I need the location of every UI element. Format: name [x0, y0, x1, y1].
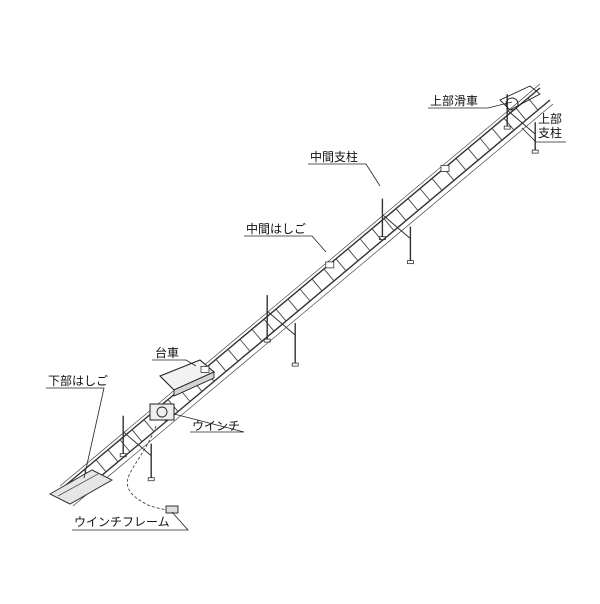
- post-foot: [291, 362, 299, 367]
- post-foot: [406, 260, 414, 265]
- rung: [287, 298, 299, 312]
- rung: [479, 137, 491, 151]
- carriage-side: [173, 371, 215, 397]
- rung: [107, 449, 119, 463]
- winch-frame-plate: [48, 469, 114, 505]
- rail-clamp: [325, 261, 335, 269]
- post-foot: [119, 453, 127, 458]
- rung: [311, 278, 323, 292]
- rung: [419, 188, 431, 201]
- post-foot: [263, 338, 271, 343]
- post-foot: [147, 477, 155, 482]
- label-carriage: 台車: [155, 346, 180, 360]
- rail-line: [72, 103, 554, 507]
- label-upper-post: 上部 支柱: [538, 112, 562, 140]
- leader-upper-pulley: [428, 101, 513, 109]
- upper-pulley-frame: [499, 85, 541, 111]
- rung: [395, 208, 407, 221]
- rung: [263, 318, 275, 332]
- winch-controller: [165, 505, 179, 514]
- rung: [335, 258, 347, 272]
- rung: [251, 328, 263, 342]
- leader-upper-post: [521, 127, 566, 143]
- rung: [347, 248, 359, 262]
- upper-pulley-wheel: [505, 97, 519, 111]
- rung: [227, 349, 239, 362]
- rung: [95, 459, 107, 473]
- ladder-rails: [59, 83, 554, 507]
- post-foot: [503, 125, 511, 130]
- rung: [527, 97, 539, 111]
- leader-winch-frame: [72, 511, 189, 531]
- post-crossbar: [506, 109, 536, 135]
- post-foot: [531, 149, 539, 154]
- rung: [431, 178, 443, 191]
- leader-winch: [173, 413, 245, 433]
- rung: [239, 338, 251, 352]
- rung: [503, 117, 515, 131]
- leader-lines: [46, 101, 566, 531]
- post-crossbar: [382, 214, 411, 240]
- rung: [407, 198, 419, 211]
- label-upper-post-line2: 支柱: [538, 126, 563, 140]
- leader-carriage: [152, 359, 197, 367]
- rung: [515, 107, 527, 121]
- rung: [371, 228, 383, 241]
- label-winch: ウインチ: [192, 419, 241, 433]
- ladder-rungs: [71, 97, 539, 493]
- leader-middle-ladder: [244, 235, 327, 253]
- rung: [491, 127, 503, 141]
- rung: [467, 148, 479, 161]
- rung: [143, 419, 155, 432]
- label-lower-ladder: 下部はしご: [48, 374, 109, 388]
- rung: [299, 288, 311, 302]
- label-middle-post: 中間支柱: [310, 150, 359, 164]
- label-upper-post-line1: 上部: [538, 112, 563, 126]
- rung: [323, 268, 335, 282]
- winch-body: [149, 403, 175, 421]
- support-posts: [119, 94, 539, 482]
- winch-drum: [156, 406, 168, 418]
- rail-line: [59, 83, 541, 487]
- post-foot: [378, 236, 386, 241]
- winch-frame-edge: [57, 473, 99, 497]
- rung: [275, 308, 287, 322]
- winch-cable: [126, 425, 167, 511]
- rail-clamp: [440, 164, 450, 172]
- equipment-parts: [48, 85, 541, 514]
- leader-lower-ladder: [46, 387, 105, 479]
- rail-clamp: [200, 365, 210, 373]
- post-crossbar: [122, 431, 152, 457]
- rung: [359, 238, 371, 252]
- label-upper-pulley: 上部滑車: [430, 94, 479, 108]
- rung: [383, 218, 395, 231]
- rung: [455, 158, 467, 171]
- leader-middle-post: [308, 163, 381, 187]
- label-middle-ladder: 中間はしご: [246, 222, 307, 236]
- rung: [131, 429, 143, 442]
- label-winch-frame: ウインチフレーム: [74, 515, 170, 529]
- rung: [119, 439, 131, 453]
- post-crossbar: [266, 310, 296, 336]
- rung: [215, 359, 227, 372]
